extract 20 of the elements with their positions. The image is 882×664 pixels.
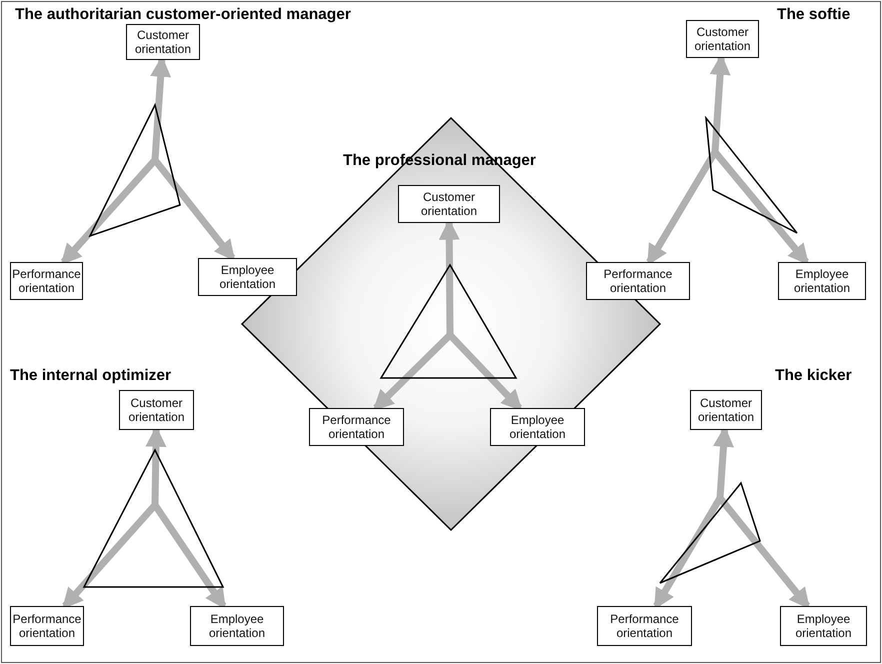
section-heading: The authoritarian customer-oriented manager xyxy=(15,6,351,24)
section-heading: The internal optimizer xyxy=(10,367,172,385)
orientation-box: Employee orientation xyxy=(490,408,585,446)
orientation-box: Performance orientation xyxy=(586,262,690,300)
section-heading: The softie xyxy=(777,6,850,24)
orientation-box: Customer orientation xyxy=(686,20,759,58)
arrow xyxy=(372,332,452,411)
orientation-box: Employee orientation xyxy=(778,262,866,300)
orientation-box: Performance orientation xyxy=(597,606,692,646)
orientation-box: Customer orientation xyxy=(398,185,500,223)
orientation-box: Customer orientation xyxy=(126,24,200,60)
orientation-box: Employee orientation xyxy=(190,606,284,646)
orientation-box: Performance orientation xyxy=(10,606,84,646)
orientation-box: Customer orientation xyxy=(690,390,762,430)
orientation-box: Performance orientation xyxy=(309,408,404,446)
orientation-box: Performance orientation xyxy=(10,262,83,300)
orientation-box: Customer orientation xyxy=(119,390,194,430)
section-heading: The kicker xyxy=(775,367,852,385)
orientation-box: Employee orientation xyxy=(198,258,297,296)
orientation-box: Employee orientation xyxy=(780,606,867,646)
